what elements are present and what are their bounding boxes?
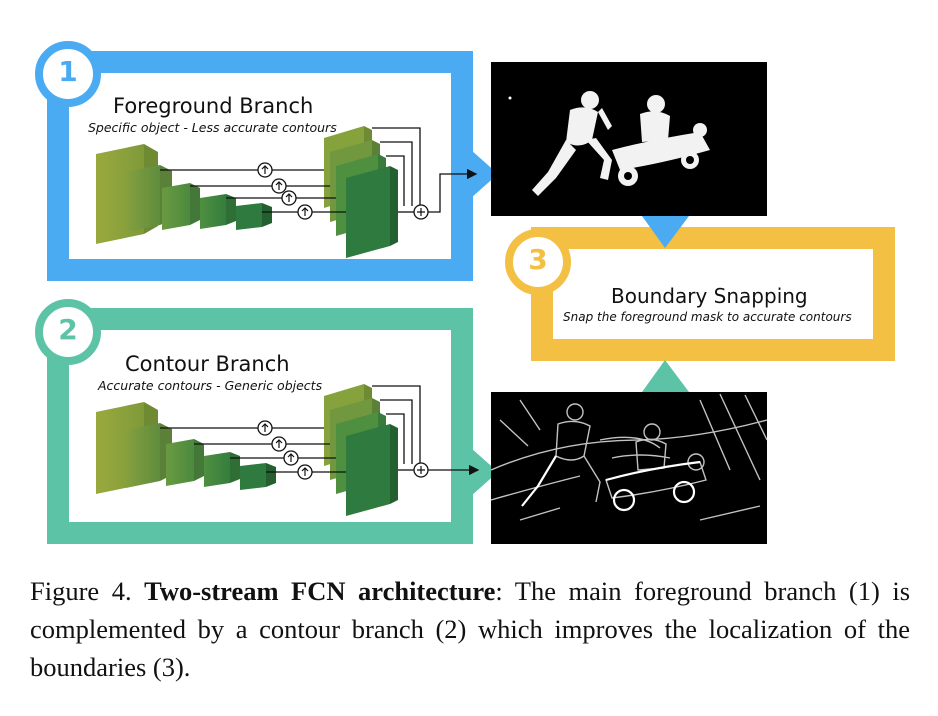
foreground-number-badge	[35, 41, 101, 107]
foreground-network	[96, 126, 478, 258]
contour-subtitle: Accurate contours - Generic objects	[98, 378, 323, 393]
foreground-title: Foreground Branch	[113, 94, 314, 118]
foreground-branch	[35, 41, 498, 281]
snapping-title: Boundary Snapping	[611, 284, 808, 308]
foreground-mask-image	[491, 62, 767, 216]
contour-title: Contour Branch	[125, 352, 290, 376]
encoder-layer	[204, 452, 240, 487]
contour-number: 2	[58, 313, 78, 346]
snapping-block	[505, 216, 895, 392]
caption-prefix: Figure 4.	[30, 576, 145, 606]
caption-bold-title: Two-stream FCN architecture	[144, 576, 496, 606]
contour-to-snap-arrow	[642, 360, 689, 392]
diagram	[35, 41, 895, 544]
decoder-layer	[346, 166, 398, 258]
contour-arrow	[462, 440, 498, 504]
mask-to-snap-arrow	[642, 216, 689, 248]
foreground-subtitle: Specific object - Less accurate contours	[88, 120, 337, 135]
figure-caption: Figure 4. Two-stream FCN architecture: T…	[30, 572, 910, 686]
contour-frame	[47, 308, 473, 544]
skip-connections	[160, 127, 478, 213]
contour-number-badge	[35, 299, 101, 365]
encoder-layer	[166, 439, 204, 486]
snapping-number: 3	[528, 243, 548, 276]
encoder-layer	[240, 463, 276, 490]
caption-text: : The main foreground branch (1) is comp…	[30, 576, 911, 682]
decoder-layer	[346, 424, 398, 516]
encoder-layer	[200, 194, 236, 229]
encoder-layer	[236, 203, 272, 230]
encoder-layer	[126, 423, 172, 488]
foreground-number: 1	[58, 55, 78, 88]
encoder-layer	[162, 183, 200, 230]
snapping-number-badge	[505, 229, 571, 295]
contour-edge-image	[490, 392, 768, 544]
skip-connections	[160, 385, 480, 476]
foreground-arrow	[462, 142, 498, 206]
contour-network	[96, 384, 480, 516]
snapping-subtitle: Snap the foreground mask to accurate con…	[563, 310, 852, 324]
contour-branch	[35, 299, 498, 544]
